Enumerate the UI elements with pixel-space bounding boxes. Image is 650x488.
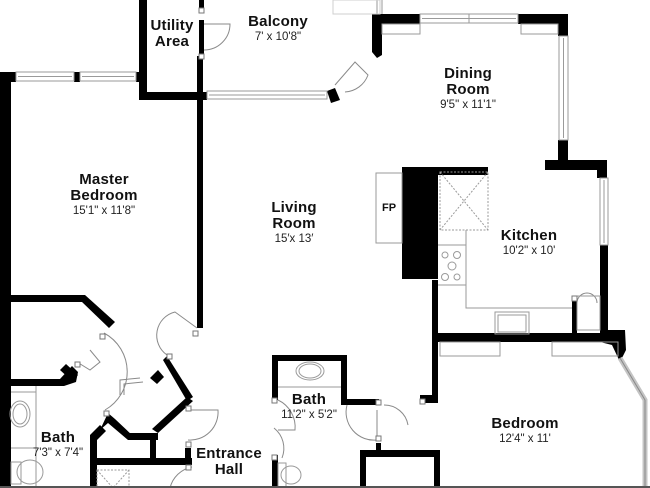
room-name: Room — [446, 80, 490, 98]
room-label-dining-room: Dining Room 9'5" x 11'1" — [440, 66, 496, 111]
room-name: Kitchen — [500, 227, 558, 244]
room-name: Living — [271, 199, 317, 216]
room-dimensions: 9'5" x 11'1" — [440, 98, 496, 111]
room-label-entrance-hall: Entrance Hall — [196, 446, 262, 478]
room-label-bedroom: Bedroom 12'4" x 11' — [491, 416, 558, 445]
room-name: Hall — [214, 460, 244, 478]
room-name: Utility — [150, 17, 194, 34]
door-jambs — [74, 7, 578, 471]
fixtures — [9, 0, 619, 488]
room-label-master-bedroom: Master Bedroom 15'1" x 11'8" — [70, 172, 137, 217]
room-dimensions: 11'2" x 5'2" — [281, 408, 337, 421]
room-dimensions: 10'2" x 10' — [502, 244, 556, 257]
room-name: Entrance — [196, 445, 262, 462]
door-swings — [76, 23, 598, 488]
room-label-bath-1: Bath 7'3" x 7'4" — [33, 430, 83, 459]
room-name: Bath — [291, 391, 327, 408]
room-dimensions: 12'4" x 11' — [499, 432, 551, 445]
room-name: Master — [79, 171, 129, 188]
room-name: Bath — [40, 429, 76, 446]
fireplace-label: FP — [382, 202, 397, 214]
room-name: Bedroom — [70, 186, 138, 204]
room-label-utility-area: Utility Area — [150, 18, 193, 50]
image-bottom-border — [0, 486, 650, 488]
room-name: Balcony — [248, 13, 308, 30]
room-dimensions: 7' x 10'8" — [254, 30, 302, 43]
room-dimensions: 15′x 13′ — [274, 232, 314, 245]
room-label-kitchen: Kitchen 10'2" x 10' — [501, 228, 557, 257]
room-name: Dining — [444, 65, 492, 82]
room-label-balcony: Balcony 7' x 10'8" — [248, 14, 308, 43]
room-label-living-room: Living Room 15′x 13′ — [271, 200, 316, 245]
room-dimensions: 15'1" x 11'8" — [72, 204, 136, 217]
room-dimensions: 7'3" x 7'4" — [32, 446, 84, 459]
room-name: Area — [154, 32, 190, 50]
room-name: Bedroom — [491, 415, 559, 432]
room-name: Room — [272, 214, 316, 232]
room-label-bath-2: Bath 11'2" x 5'2" — [281, 392, 337, 421]
walls — [0, 0, 626, 488]
windows — [15, 0, 648, 488]
